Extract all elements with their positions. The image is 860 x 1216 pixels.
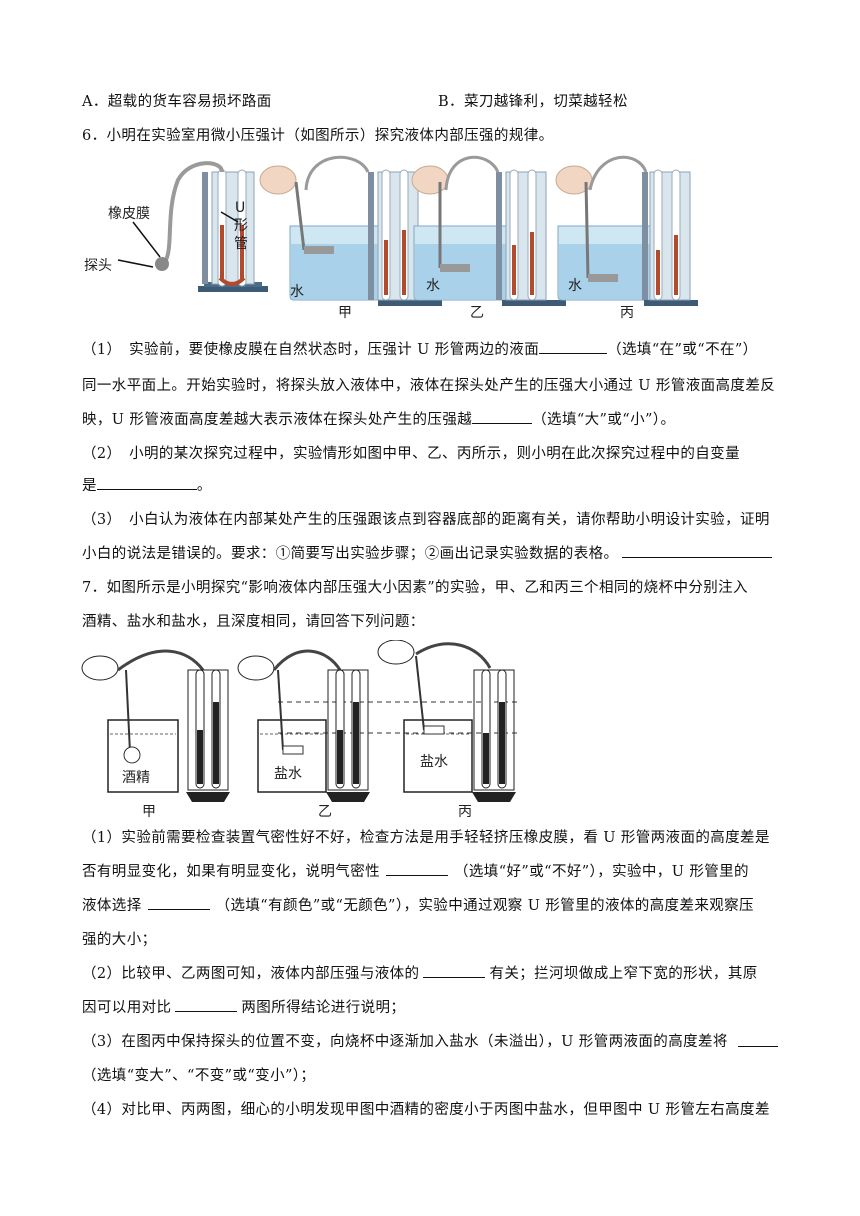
q7-p2-text-c: 因可以用对比 — [82, 1000, 172, 1016]
q6-p3-blank[interactable] — [622, 543, 773, 558]
q7-p2-text-d: 两图所得结论进行说明； — [241, 1000, 406, 1016]
q6-p1-line1: （1） 实验前，要使橡皮膜在自然状态时，压强计 U 形管两边的液面 （选填“在”或… — [82, 338, 758, 359]
q7-p1-line2: 否有明显变化，如果有明显变化，说明气密性 （选填“好”或“不好”），实验中，U 形… — [82, 860, 749, 881]
q7-p2-text-b: 有关；拦河坝做成上窄下宽的形状，其原 — [489, 966, 758, 982]
q6-p1-line2: 同一水平面上。开始实验时，将探头放入液体中，液体在探头处产生的压强大小通过 U … — [82, 378, 776, 394]
q7-stem-line2: 酒精、盐水和盐水，且深度相同，请回答下列问题： — [82, 614, 425, 630]
option-a: A．超载的货车容易损坏路面 — [82, 94, 272, 110]
q6-p2-line2: 是。 — [82, 474, 212, 495]
label-u: U — [235, 200, 245, 216]
option-b: B．菜刀越锋利，切菜越轻松 — [438, 94, 628, 110]
q7-p3-blank[interactable] — [738, 1032, 778, 1047]
q7-p2-line1: （2）比较甲、乙两图可知，液体内部压强与液体的 有关；拦河坝做成上窄下宽的形状，其… — [82, 962, 758, 983]
q6-p1-line3: 映，U 形管液面高度差越大表示液体在探头处产生的压强越 （选填“大”或“小”）。 — [82, 408, 675, 429]
q6-p1-blank1[interactable] — [539, 339, 608, 354]
q7-stem-line1: 7．如图所示是小明探究“影响液体内部压强大小因素”的实验，甲、乙和丙三个相同的烧… — [82, 580, 748, 596]
q7-setup-jia: 酒精 — [81, 649, 230, 802]
q7-p1-line1: （1）实验前需要检查装置气密性好不好，检查方法是用手轻轻挤压橡皮膜，看 U 形管… — [82, 830, 770, 846]
caption-bing: 丙 — [620, 305, 634, 321]
q6-manometer-standalone: 橡皮膜 探头 U 形 管 — [84, 161, 268, 292]
q7-setup-yi: 盐水 — [237, 649, 370, 802]
q6-p3-line1: （3） 小白认为液体在内部某处产生的压强跟该点到容器底部的距离有关，请你帮助小明… — [82, 512, 770, 528]
q6-p2-text-b: 。 — [196, 478, 212, 494]
q6-p3-line2: 小白的说法是错误的。要求：①简要写出实验步骤；②画出记录实验数据的表格。 — [82, 542, 773, 563]
q7-p3-line1: （3）在图丙中保持探头的位置不变，向烧杯中逐渐加入盐水（未溢出），U 形管两液面… — [82, 1030, 728, 1051]
q6-p2-line1: （2） 小明的某次探究过程中，实验情形如图中甲、乙、丙所示，则小明在此次探究过程… — [82, 446, 740, 462]
hand-icon — [81, 655, 119, 681]
q7-p4-line1: （4）对比甲、丙两图，细心的小明发现甲图中酒精的密度小于丙图中盐水，但甲图中 U… — [82, 1102, 770, 1118]
q6-p2-blank[interactable] — [96, 475, 197, 490]
q7-p3-text-a: （3）在图丙中保持探头的位置不变，向烧杯中逐渐加入盐水（未溢出），U 形管两液面… — [82, 1034, 728, 1050]
label-salt-bing: 盐水 — [420, 754, 448, 770]
q7-caption-jia: 甲 — [142, 804, 156, 820]
q7-caption-bing: 丙 — [458, 804, 472, 820]
probe-icon — [155, 257, 169, 271]
hand-icon — [411, 165, 449, 195]
label-probe: 探头 — [84, 258, 112, 274]
q7-p2-blank1[interactable] — [423, 963, 486, 978]
caption-jia: 甲 — [338, 305, 352, 321]
q6-setup-yi: 水 — [411, 155, 566, 306]
q6-p1-text-a: （1） 实验前，要使橡皮膜在自然状态时，压强计 U 形管两边的液面 — [82, 342, 540, 358]
label-alcohol: 酒精 — [122, 770, 150, 786]
label-u-xing: 形 — [234, 218, 248, 234]
q7-p1-blank1[interactable] — [386, 861, 448, 876]
q7-p1-text-c: 液体选择 — [82, 898, 142, 914]
hand-icon — [259, 165, 297, 195]
hand-icon — [237, 655, 275, 681]
label-salt-yi: 盐水 — [274, 766, 302, 782]
water-label-jia: 水 — [290, 284, 304, 300]
q6-setup-jia: 水 — [259, 155, 442, 306]
q7-p1-text-d: （选填“有颜色”或“无颜色”），实验中通过观察 U 形管里的液体的高度差来观察压 — [215, 898, 754, 914]
q7-setup-bing: 盐水 — [377, 640, 516, 802]
q7-figure: 酒精 盐水 盐水 甲 乙 丙 — [81, 640, 518, 820]
q6-p3-text: 小白的说法是错误的。要求：①简要写出实验步骤；②画出记录实验数据的表格。 — [82, 546, 619, 562]
q7-p3-line2: （选填“变大”、“不变”或“变小”）； — [82, 1068, 316, 1084]
q6-p1-text-c: 映，U 形管液面高度差越大表示液体在探头处产生的压强越 — [82, 412, 473, 428]
label-membrane: 橡皮膜 — [108, 206, 150, 222]
q6-p1-text-b: （选填“在”或“不在”） — [607, 342, 758, 358]
q7-p2-blank2[interactable] — [175, 997, 238, 1012]
q6-p1-blank2[interactable] — [472, 409, 533, 424]
water-label-yi: 水 — [426, 278, 440, 294]
q7-p1-text-a: 否有明显变化，如果有明显变化，说明气密性 — [82, 864, 380, 880]
q6-figure: 橡皮膜 探头 U 形 管 水 水 — [84, 155, 698, 321]
probe-icon — [123, 746, 141, 764]
q6-setup-bing: 水 — [555, 155, 698, 306]
q7-p2-text-a: （2）比较甲、乙两图可知，液体内部压强与液体的 — [82, 966, 420, 982]
q6-p1-text-d: （选填“大”或“小”）。 — [532, 412, 676, 428]
q7-p1-line4: 强的大小； — [82, 932, 157, 948]
q6-p2-text-a: 是 — [82, 478, 97, 494]
q6-stem: 6．小明在实验室用微小压强计（如图所示）探究液体内部压强的规律。 — [82, 128, 554, 144]
hand-icon — [377, 640, 415, 665]
q7-p1-line3: 液体选择 （选填“有颜色”或“无颜色”），实验中通过观察 U 形管里的液体的高度差… — [82, 894, 754, 915]
caption-yi: 乙 — [470, 305, 484, 321]
q7-p1-blank2[interactable] — [147, 895, 210, 910]
q7-caption-yi: 乙 — [318, 804, 332, 820]
water-label-bing: 水 — [568, 278, 582, 294]
q7-p1-text-b: （选填“好”或“不好”），实验中，U 形管里的 — [454, 864, 749, 880]
label-u-guan: 管 — [234, 236, 248, 252]
q7-p2-line2: 因可以用对比 两图所得结论进行说明； — [82, 996, 405, 1017]
